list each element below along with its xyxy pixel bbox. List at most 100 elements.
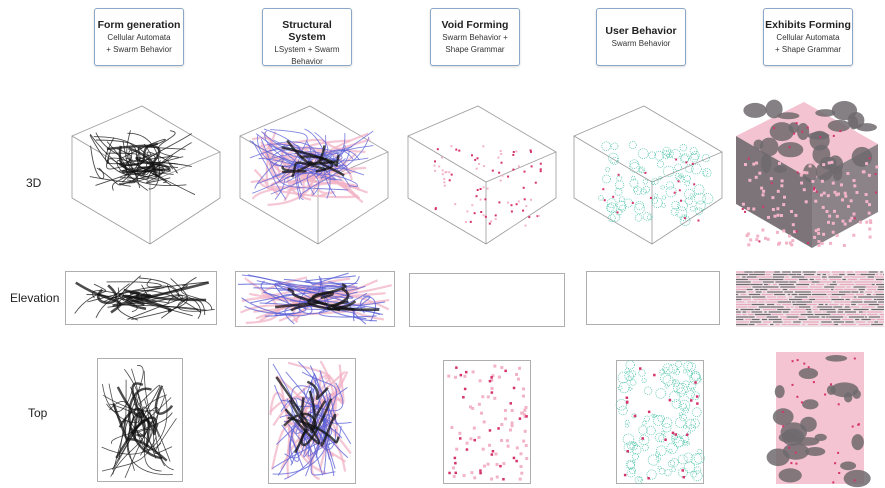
speck	[794, 213, 798, 217]
speck	[832, 134, 835, 137]
blob	[830, 382, 859, 398]
circle-mark	[670, 149, 681, 160]
stroke-line	[281, 420, 300, 462]
stroke-line	[332, 287, 380, 312]
speck	[454, 461, 457, 465]
speck	[523, 170, 526, 173]
blob	[743, 102, 767, 118]
void-forming-3d-view	[407, 105, 557, 245]
speck	[519, 452, 523, 456]
circle-mark	[607, 214, 616, 223]
speck	[523, 415, 527, 419]
speck	[758, 171, 762, 175]
circle-mark	[630, 175, 636, 181]
speck	[847, 205, 850, 208]
speck	[851, 425, 854, 428]
speck	[875, 165, 879, 169]
speck	[793, 230, 796, 234]
circle-mark	[657, 414, 665, 423]
blob	[777, 112, 800, 120]
header-subtitle-line2: + Swarm Behavior	[106, 45, 172, 54]
speck	[850, 216, 854, 220]
speck	[477, 402, 481, 406]
speck	[780, 184, 784, 188]
circle-mark	[656, 160, 665, 168]
speck	[841, 198, 844, 202]
speck	[864, 193, 868, 196]
speck	[481, 447, 485, 451]
stroke-line	[257, 135, 312, 168]
blob	[805, 447, 826, 456]
speck	[438, 165, 441, 168]
speck	[820, 241, 824, 245]
blob	[807, 132, 830, 140]
stroke-line	[106, 278, 162, 288]
circle-mark	[626, 461, 635, 470]
header-subtitle-line1: Swarm Behavior	[611, 39, 671, 48]
stroke-line	[271, 371, 333, 469]
circle-mark	[652, 415, 664, 426]
speck	[488, 379, 492, 383]
stroke-line	[281, 149, 360, 179]
circle-mark	[608, 152, 619, 164]
circle-mark	[687, 370, 693, 377]
speck	[464, 220, 467, 223]
stroke-line	[118, 145, 170, 173]
blob	[851, 146, 873, 167]
circle-mark	[618, 196, 625, 203]
stroke-line	[352, 295, 377, 322]
speck	[469, 437, 473, 441]
speck	[483, 165, 486, 168]
header-void-forming: Void Forming Swarm Behavior + Shape Gram…	[430, 8, 520, 66]
speck	[756, 234, 760, 238]
speck	[671, 431, 675, 435]
speck	[502, 462, 506, 466]
speck	[761, 193, 765, 197]
speck	[471, 204, 474, 207]
circle-mark	[687, 381, 697, 390]
speck	[471, 370, 475, 374]
stroke-line	[95, 290, 202, 318]
speck	[868, 203, 871, 207]
exhibits-forming-3d-view	[736, 99, 879, 248]
blob	[832, 165, 843, 181]
circle-mark	[675, 360, 683, 368]
speck	[783, 195, 786, 199]
circle-mark	[686, 390, 695, 399]
speck	[649, 196, 652, 199]
header-structural-system: Structural System LSystem + Swarm Behavi…	[262, 8, 352, 66]
speck	[639, 367, 642, 370]
stroke-line	[125, 157, 196, 196]
speck	[453, 456, 457, 460]
speck	[469, 220, 472, 223]
circle-mark	[638, 425, 648, 435]
stroke-line	[131, 278, 188, 320]
speck	[463, 387, 467, 391]
circle-mark	[680, 154, 689, 164]
speck	[678, 189, 681, 192]
speck	[853, 184, 857, 188]
circle-mark	[690, 151, 700, 161]
row-label-top: Top	[28, 406, 48, 420]
stroke-line	[300, 136, 370, 201]
speck	[653, 373, 656, 377]
speck	[479, 469, 482, 472]
speck	[837, 192, 840, 196]
void-forming-top-view	[443, 360, 531, 484]
stroke-line	[74, 283, 107, 314]
speck	[490, 391, 494, 394]
circle-mark	[683, 361, 693, 371]
circle-mark	[702, 193, 714, 205]
speck	[524, 406, 528, 409]
speck	[824, 393, 827, 396]
circle-mark	[679, 215, 691, 226]
speck	[505, 439, 509, 443]
speck	[512, 168, 515, 171]
circle-mark	[679, 144, 688, 152]
circle-mark	[693, 192, 706, 205]
speck	[693, 183, 696, 186]
speck	[530, 150, 532, 153]
speck	[625, 401, 629, 404]
speck	[771, 196, 775, 200]
circle-mark	[638, 434, 650, 446]
